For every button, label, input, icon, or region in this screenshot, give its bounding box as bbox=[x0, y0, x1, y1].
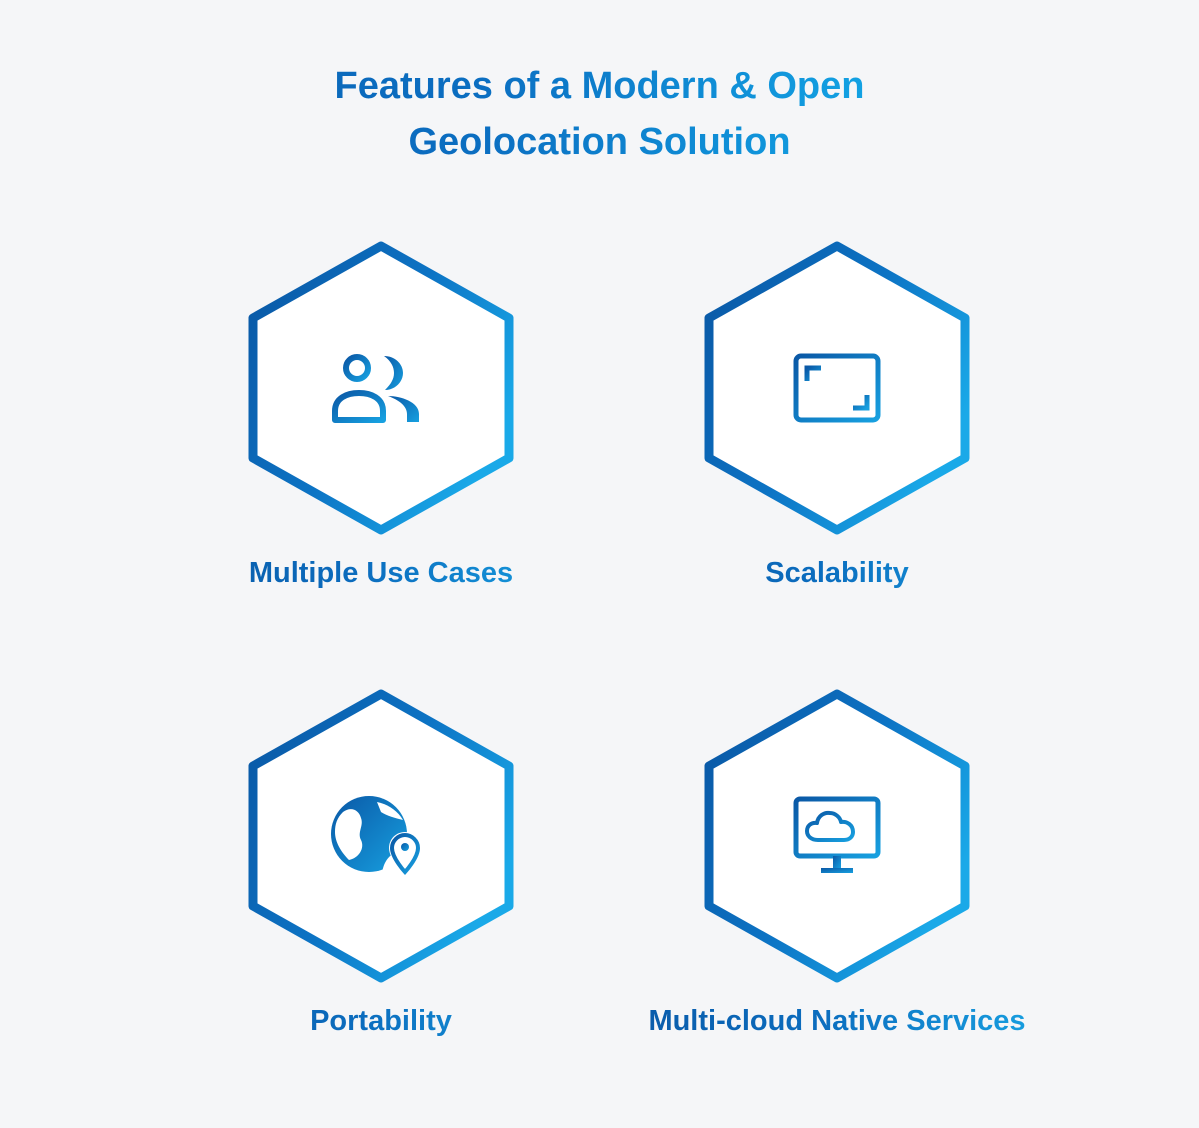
hexagon-frame bbox=[248, 689, 514, 983]
title-line-2: Geolocation Solution bbox=[408, 121, 791, 163]
hexagon-frame bbox=[704, 241, 970, 535]
hexagon-frame bbox=[704, 689, 970, 983]
feature-label: Multi-cloud Native Services bbox=[617, 1001, 1057, 1041]
scale-frame-icon bbox=[793, 353, 881, 423]
page-title: Features of a Modern & Open Geolocation … bbox=[0, 58, 1199, 170]
cloud-monitor-icon bbox=[793, 796, 881, 873]
users-icon bbox=[332, 354, 419, 423]
title-line-1: Features of a Modern & Open bbox=[334, 65, 865, 107]
feature-label: Scalability bbox=[617, 553, 1057, 593]
hexagon-frame bbox=[248, 241, 514, 535]
feature-label: Multiple Use Cases bbox=[161, 553, 601, 593]
feature-label: Portability bbox=[161, 1001, 601, 1041]
globe-location-icon bbox=[331, 796, 421, 876]
